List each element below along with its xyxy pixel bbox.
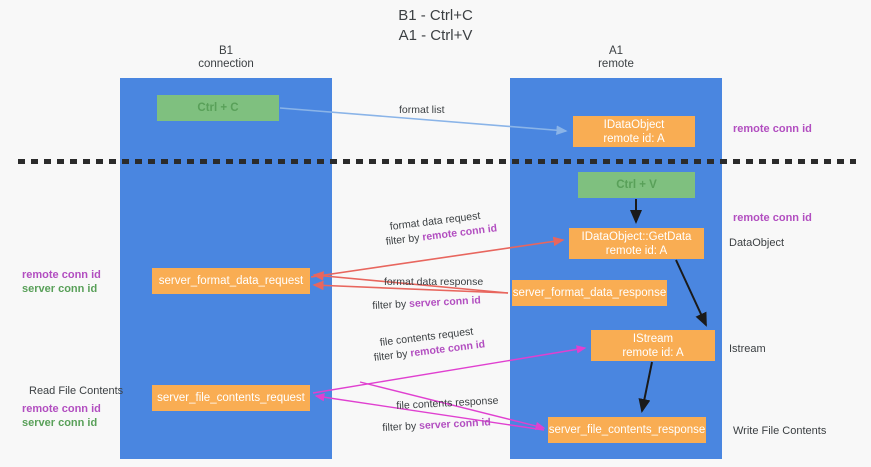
filter-by-prefix: filter by bbox=[382, 420, 420, 434]
lane-a1-lower bbox=[510, 161, 722, 459]
edge-label-file-contents-response: file contents response bbox=[396, 394, 499, 412]
server-conn-id-text: server conn id bbox=[22, 417, 98, 429]
node-ctrl-v[interactable]: Ctrl + V bbox=[578, 172, 695, 198]
edge-label-filter-server-conn-id-2: filter by server conn id bbox=[382, 415, 491, 435]
server-conn-id-text: server conn id bbox=[22, 283, 98, 295]
annotation-conn-ids-bottom: remote conn id server conn id bbox=[22, 402, 101, 430]
edge-label-format-data-response: format data response bbox=[384, 276, 484, 288]
edge-label-filter-server-conn-id-1: filter by server conn id bbox=[372, 293, 481, 313]
column-header-b1: B1 connection bbox=[198, 45, 254, 70]
filter-by-prefix: filter by bbox=[372, 298, 410, 312]
annotation-remote-conn-id-mid: remote conn id bbox=[733, 212, 812, 224]
filter-by-prefix: filter by bbox=[385, 231, 424, 248]
edge-label-format-list: format list bbox=[399, 104, 445, 116]
node-server-file-contents-response[interactable]: server_file_contents_response bbox=[548, 417, 706, 443]
page-title: B1 - Ctrl+C A1 - Ctrl+V bbox=[398, 7, 473, 44]
node-server-format-data-response[interactable]: server_format_data_response bbox=[512, 280, 667, 306]
node-server-format-data-request[interactable]: server_format_data_request bbox=[152, 268, 310, 294]
remote-conn-id-text: remote conn id bbox=[22, 269, 101, 281]
remote-conn-id-text: remote conn id bbox=[22, 403, 101, 415]
annotation-write-file-contents: Write File Contents bbox=[733, 425, 827, 437]
annotation-read-file-contents: Read File Contents bbox=[29, 385, 124, 397]
node-idataobject-getdata[interactable]: IDataObject::GetData remote id: A bbox=[569, 228, 704, 259]
filter-by-prefix: filter by bbox=[373, 347, 412, 364]
server-conn-id-text: server conn id bbox=[408, 294, 482, 311]
annotation-conn-ids-mid: remote conn id server conn id bbox=[22, 268, 101, 296]
node-ctrl-c[interactable]: Ctrl + C bbox=[157, 95, 279, 121]
annotation-dataobject: DataObject bbox=[729, 237, 785, 249]
node-idataobject[interactable]: IDataObject remote id: A bbox=[573, 116, 695, 147]
phase-divider bbox=[18, 159, 856, 164]
annotation-remote-conn-id-top: remote conn id bbox=[733, 123, 812, 135]
server-conn-id-text: server conn id bbox=[418, 416, 492, 433]
column-header-a1: A1 remote bbox=[598, 45, 634, 70]
node-server-file-contents-request[interactable]: server_file_contents_request bbox=[152, 385, 310, 411]
annotation-istream: Istream bbox=[729, 343, 766, 355]
lane-b1-lower bbox=[120, 161, 332, 459]
node-istream[interactable]: IStream remote id: A bbox=[591, 330, 715, 361]
